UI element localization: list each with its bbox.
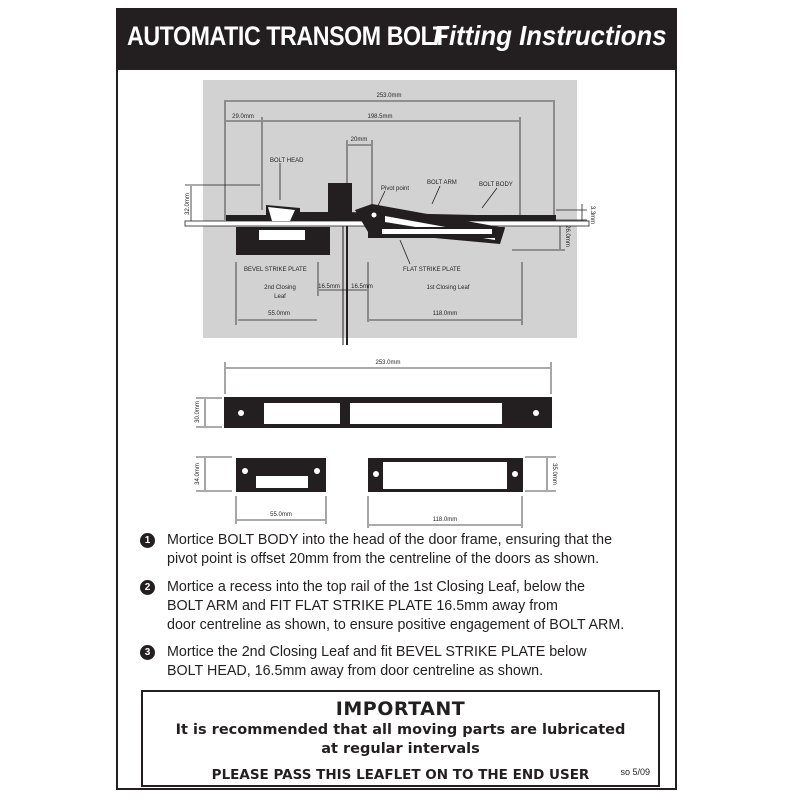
plate-dim-flat-height: 35.0mm (551, 463, 557, 485)
instruction-step-2: 2 Mortice a recess into the top rail of … (140, 578, 680, 635)
bolt-head-slot (268, 207, 295, 221)
plate-dim-bevel-height: 34.0mm (195, 463, 201, 485)
important-notice: IMPORTANT It is recommended that all mov… (141, 690, 660, 787)
label-bolt-head: BOLT HEAD (270, 158, 304, 164)
dim-overall: 253.0mm (376, 93, 401, 99)
label-second-leaf-2: Leaf (274, 294, 286, 300)
step-number-badge: 1 (140, 533, 155, 548)
important-title: IMPORTANT (335, 698, 466, 720)
plate-dim-body-height: 30.0mm (195, 401, 201, 423)
title-bar: AUTOMATIC TRANSOM BOLT Fitting Instructi… (118, 10, 675, 70)
pass-leaflet-note: PLEASE PASS THIS LEAFLET ON TO THE END U… (211, 767, 590, 783)
title-main: AUTOMATIC TRANSOM BOLT (127, 21, 447, 51)
dim-arm-span: 198.5mm (367, 114, 392, 120)
dim-thickness: 3.3mm (589, 206, 595, 224)
label-bolt-body: BOLT BODY (479, 182, 513, 188)
plate-dim-body-length: 253.0mm (375, 360, 400, 366)
important-line-2: at regular intervals (321, 741, 480, 757)
bolt-body-profile (266, 205, 520, 221)
dim-height: 32.0mm (185, 193, 191, 215)
dim-gap-left: 16.5mm (318, 284, 340, 290)
step-1-line-2: pivot point is offset 20mm from the cent… (167, 551, 600, 567)
instruction-step-1: 1 Mortice BOLT BODY into the head of the… (140, 531, 680, 569)
step-number-badge: 3 (140, 645, 155, 660)
flat-plate-slot (382, 229, 492, 234)
pivot-point (370, 211, 378, 219)
label-first-leaf: 1st Closing Leaf (426, 285, 469, 291)
dimension-lines (185, 100, 587, 325)
bevel-plate-slot (259, 230, 305, 240)
step-number-badge: 2 (140, 580, 155, 595)
important-line-1: It is recommended that all moving parts … (175, 722, 626, 738)
step-2-line-2: BOLT ARM and FIT FLAT STRIKE PLATE 16.5m… (167, 598, 558, 614)
label-flat-strike-plate: FLAT STRIKE PLATE (403, 267, 461, 273)
plate-dim-flat-width: 118.0mm (433, 517, 458, 523)
dim-pivot-offset: 20mm (351, 137, 368, 143)
plate-cutouts (238, 403, 539, 489)
step-2-line-3: door centreline as shown, to ensure posi… (167, 617, 625, 633)
label-bevel-strike-plate: BEVEL STRIKE PLATE (244, 267, 307, 273)
step-1-line-1: Mortice BOLT BODY into the head of the d… (167, 532, 613, 548)
label-bolt-arm: BOLT ARM (427, 180, 457, 186)
plate-dim-bevel-width: 55.0mm (270, 512, 292, 518)
dim-gap-right: 16.5mm (351, 284, 373, 290)
step-3-line-2: BOLT HEAD, 16.5mm away from door centrel… (167, 663, 544, 679)
dim-bolt-drop: 26.0mm (564, 225, 570, 247)
instruction-step-3: 3 Mortice the 2nd Closing Leaf and fit B… (140, 643, 680, 681)
step-3-line-1: Mortice the 2nd Closing Leaf and fit BEV… (167, 644, 587, 660)
dim-flat-width: 118.0mm (433, 311, 458, 317)
dim-left-offset: 29.0mm (232, 114, 254, 120)
label-second-leaf-1: 2nd Closing (264, 285, 296, 291)
document-reference: so 5/09 (620, 767, 650, 777)
plate-dimension-lines (196, 362, 556, 528)
title-subtitle: Fitting Instructions (433, 20, 667, 51)
bolt-head (328, 183, 352, 216)
step-2-line-1: Mortice a recess into the top rail of th… (167, 579, 586, 595)
label-pivot-point: Pivot point (381, 186, 409, 192)
dim-bevel-width: 55.0mm (268, 311, 290, 317)
